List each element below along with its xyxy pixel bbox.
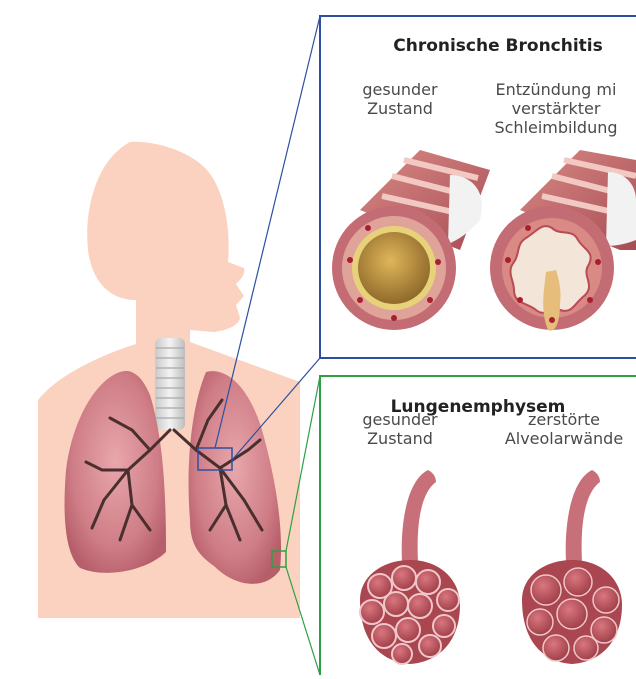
emphysema-healthy-label: gesunder Zustand	[340, 410, 460, 448]
alveoli-destroyed-icon	[522, 470, 622, 664]
bronchus-inflamed-icon	[490, 150, 636, 331]
alveoli-healthy-icon	[360, 470, 460, 664]
bronchitis-title: Chronische Bronchitis	[360, 36, 636, 56]
bronchitis-diseased-label: Entzündung mi verstärkter Schleimbildung	[476, 80, 636, 137]
trachea-icon	[155, 338, 185, 430]
bronchus-healthy-icon	[332, 150, 490, 330]
emphysema-diseased-label: zerstörte Alveolarwände	[492, 410, 636, 448]
bronchitis-healthy-label: gesunder Zustand	[340, 80, 460, 118]
